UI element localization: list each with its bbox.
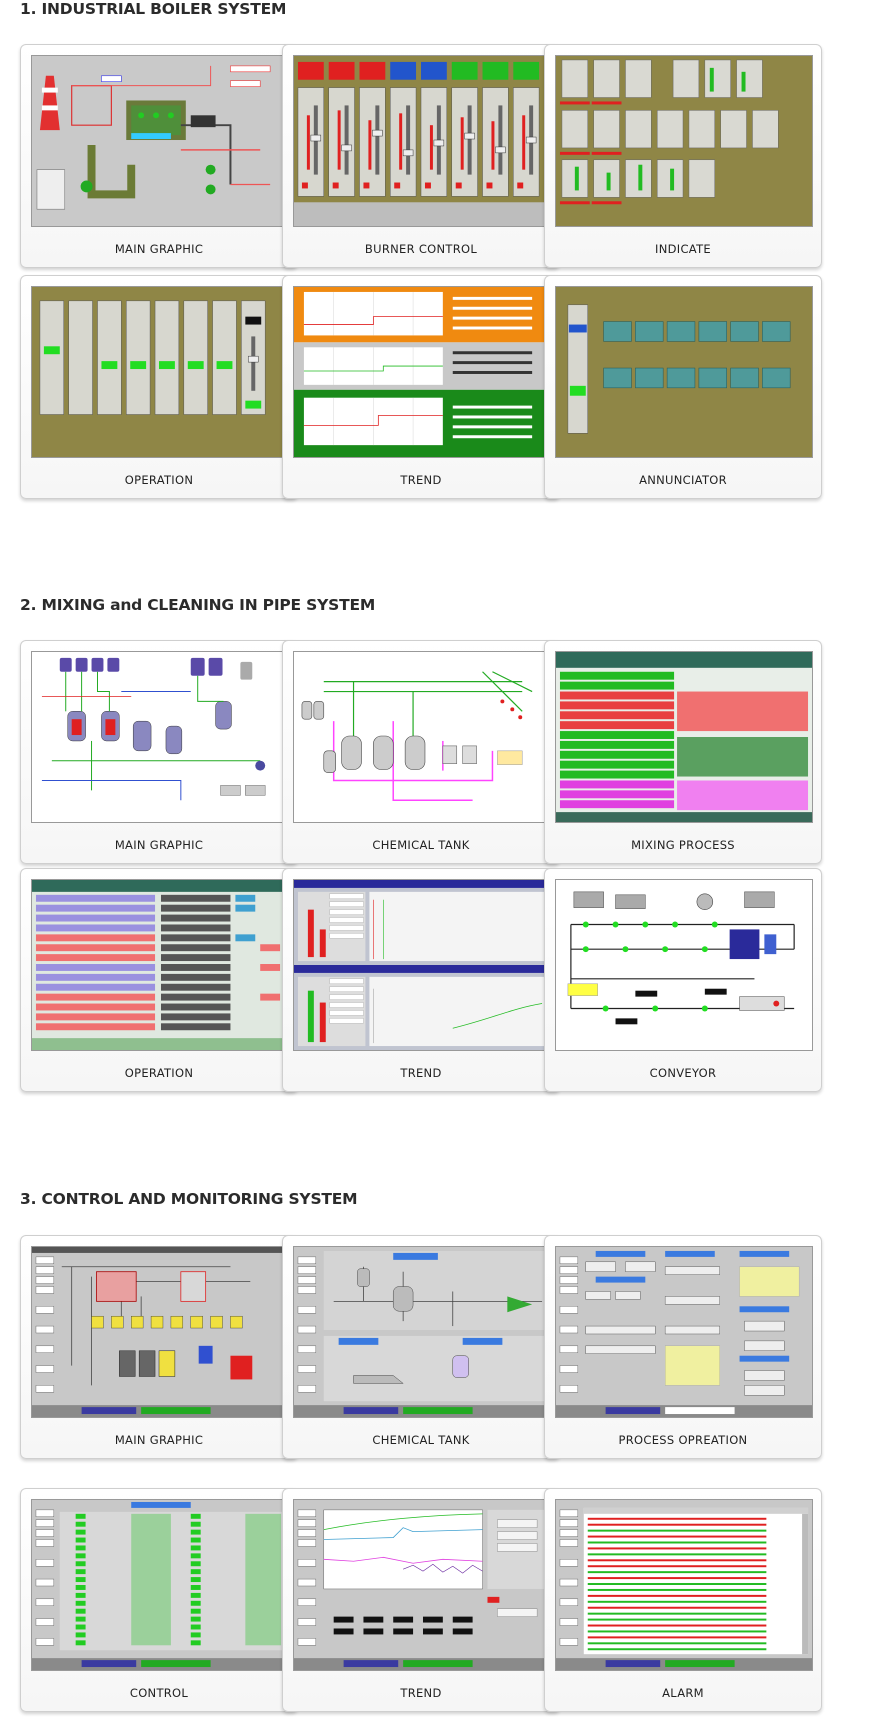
thumbnail-mixing-trend bbox=[293, 879, 551, 1051]
thumbnail-burner-control bbox=[293, 55, 551, 227]
section-title-boiler: 1. INDUSTRIAL BOILER SYSTEM bbox=[20, 0, 287, 18]
card-caption: MAIN GRAPHIC bbox=[114, 242, 204, 256]
thumbnail-process-operation bbox=[555, 1246, 813, 1418]
card-caption: CONVEYOR bbox=[649, 1066, 717, 1080]
card-process-operation[interactable]: PROCESS OPREATION bbox=[544, 1235, 822, 1459]
card-mixing-chemical-tank[interactable]: CHEMICAL TANK bbox=[282, 640, 560, 864]
card-control[interactable]: CONTROL bbox=[20, 1488, 298, 1712]
thumbnail-boiler-operation bbox=[31, 286, 289, 458]
thumbnail-control-trend bbox=[293, 1499, 551, 1671]
thumbnail-control-chemical-tank bbox=[293, 1246, 551, 1418]
thumbnail-mixing-main-graphic bbox=[31, 651, 289, 823]
card-mixing-trend[interactable]: TREND bbox=[282, 868, 560, 1092]
card-caption: ALARM bbox=[662, 1686, 704, 1700]
thumbnail-indicate bbox=[555, 55, 813, 227]
card-mixing-operation[interactable]: OPERATION bbox=[20, 868, 298, 1092]
card-conveyor[interactable]: CONVEYOR bbox=[544, 868, 822, 1092]
thumbnail-control bbox=[31, 1499, 289, 1671]
thumbnail-alarm bbox=[555, 1499, 813, 1671]
card-caption: CONTROL bbox=[129, 1686, 189, 1700]
thumbnail-control-main-graphic bbox=[31, 1246, 289, 1418]
card-caption: OPERATION bbox=[124, 1066, 194, 1080]
card-boiler-main-graphic[interactable]: MAIN GRAPHIC bbox=[20, 44, 298, 268]
card-boiler-trend[interactable]: TREND bbox=[282, 275, 560, 499]
card-caption: PROCESS OPREATION bbox=[618, 1433, 748, 1447]
thumbnail-annunciator bbox=[555, 286, 813, 458]
card-indicate[interactable]: INDICATE bbox=[544, 44, 822, 268]
card-mixing-process[interactable]: MIXING PROCESS bbox=[544, 640, 822, 864]
card-caption: ANNUNCIATOR bbox=[639, 473, 727, 487]
card-caption: TREND bbox=[400, 473, 442, 487]
thumbnail-mixing-operation bbox=[31, 879, 289, 1051]
thumbnail-conveyor bbox=[555, 879, 813, 1051]
card-caption: CHEMICAL TANK bbox=[372, 838, 470, 852]
section-title-control: 3. CONTROL AND MONITORING SYSTEM bbox=[20, 1190, 358, 1208]
card-control-chemical-tank[interactable]: CHEMICAL TANK bbox=[282, 1235, 560, 1459]
card-caption: TREND bbox=[400, 1686, 442, 1700]
thumbnail-boiler-main-graphic bbox=[31, 55, 289, 227]
card-caption: INDICATE bbox=[655, 242, 711, 256]
card-control-main-graphic[interactable]: MAIN GRAPHIC bbox=[20, 1235, 298, 1459]
card-caption: BURNER CONTROL bbox=[364, 242, 478, 256]
card-burner-control[interactable]: BURNER CONTROL bbox=[282, 44, 560, 268]
card-caption: MAIN GRAPHIC bbox=[114, 838, 204, 852]
card-caption: TREND bbox=[400, 1066, 442, 1080]
card-mixing-main-graphic[interactable]: MAIN GRAPHIC bbox=[20, 640, 298, 864]
card-alarm[interactable]: ALARM bbox=[544, 1488, 822, 1712]
section-title-mixing: 2. MIXING and CLEANING IN PIPE SYSTEM bbox=[20, 596, 376, 614]
card-caption: OPERATION bbox=[124, 473, 194, 487]
thumbnail-mixing-chemical-tank bbox=[293, 651, 551, 823]
card-caption: CHEMICAL TANK bbox=[372, 1433, 470, 1447]
card-caption: MAIN GRAPHIC bbox=[114, 1433, 204, 1447]
card-caption: MIXING PROCESS bbox=[631, 838, 735, 852]
card-control-trend[interactable]: TREND bbox=[282, 1488, 560, 1712]
card-annunciator[interactable]: ANNUNCIATOR bbox=[544, 275, 822, 499]
thumbnail-mixing-process bbox=[555, 651, 813, 823]
card-boiler-operation[interactable]: OPERATION bbox=[20, 275, 298, 499]
thumbnail-boiler-trend bbox=[293, 286, 551, 458]
